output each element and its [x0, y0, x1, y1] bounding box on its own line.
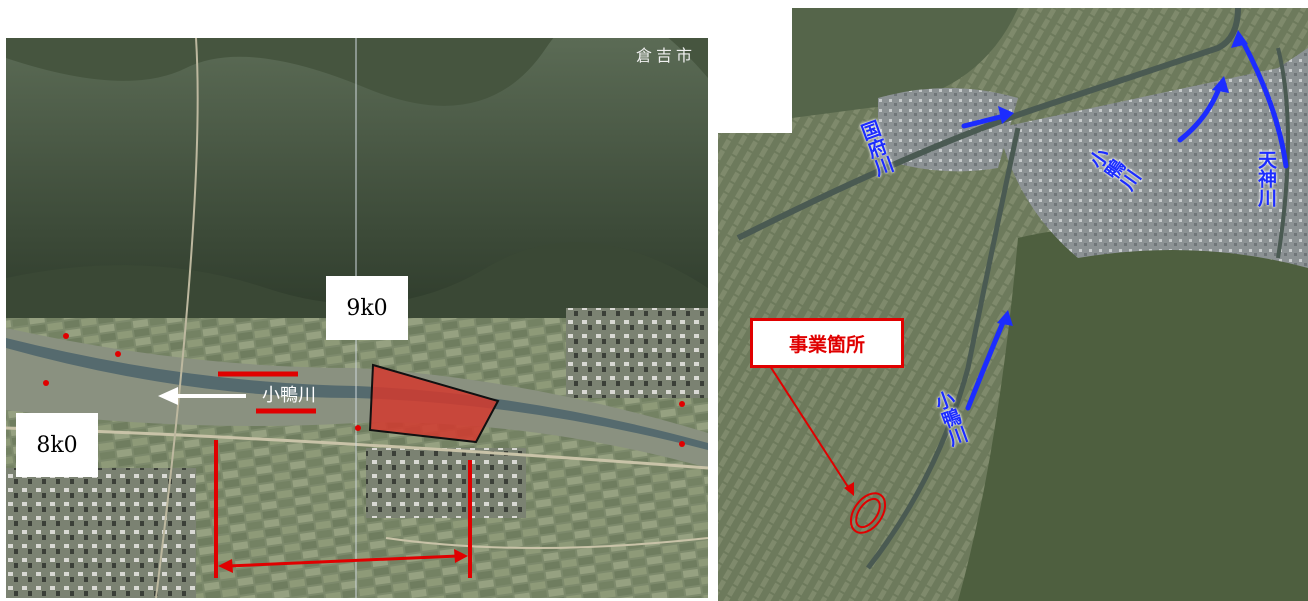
- flow-arrow-ogamo-mid: [965, 317, 1007, 411]
- river-label-tenjin: 天神川: [1255, 150, 1277, 207]
- km-marker-8k0: 8k0: [16, 413, 98, 477]
- extent-arrow-head-left: [218, 559, 233, 573]
- extent-arrow-line: [227, 554, 459, 568]
- village-east: [566, 308, 708, 398]
- flow-arrows: [961, 39, 1289, 411]
- village-west: [6, 468, 196, 598]
- flow-arrow-head: [158, 387, 178, 405]
- project-site-ellipse-inner: [855, 497, 881, 529]
- left-aerial-map: [6, 38, 708, 598]
- flow-arrow-ogamo-top: [1177, 83, 1223, 143]
- hills-north: [792, 8, 1018, 118]
- extent-arrow-head-right: [454, 549, 468, 563]
- village-center: [366, 448, 526, 518]
- hills-southeast: [958, 228, 1308, 601]
- project-area: [368, 363, 500, 444]
- flow-arrow-kokufu: [961, 113, 1007, 129]
- river-channel: [6, 338, 708, 450]
- tenjin-river-channel: [1276, 47, 1290, 259]
- right-aerial-map: [718, 8, 1308, 601]
- urban-kurayoshi: [998, 48, 1308, 268]
- ogamo-river-channel: [866, 127, 1021, 570]
- kokufu-river-channel: [736, 8, 1241, 241]
- project-site-label: 事業箇所: [750, 318, 904, 368]
- flow-arrow-tenjin: [1240, 39, 1289, 169]
- road-north: [155, 38, 199, 598]
- left-map-graphics: [6, 38, 708, 598]
- unmapped-corner: [718, 8, 792, 133]
- project-leader-line: [769, 365, 851, 491]
- km-marker-9k0: 9k0: [326, 276, 408, 340]
- project-site-ellipse-outer: [849, 492, 887, 534]
- right-map-graphics: [718, 8, 1308, 601]
- urban-north: [878, 88, 1018, 172]
- river-label-ogamo: 小鴨川: [262, 385, 316, 406]
- city-label: 倉吉市: [636, 46, 697, 65]
